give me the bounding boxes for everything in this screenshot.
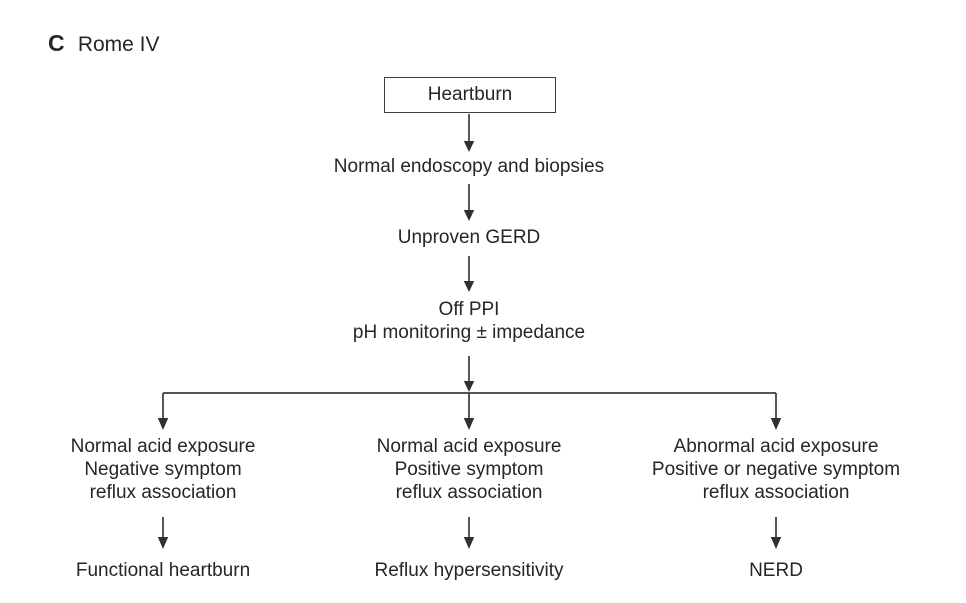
branch-middle-line1: Normal acid exposure	[376, 436, 562, 457]
arrow-branch-left-to-outcome	[157, 517, 169, 549]
panel-heading: C Rome IV	[48, 30, 160, 57]
node-heartburn: Heartburn	[384, 77, 556, 113]
node-off-ppi-line2: pH monitoring ± impedance	[352, 322, 586, 343]
node-off-ppi-line1: Off PPI	[438, 299, 500, 320]
arrow-unproven-gerd-to-off-ppi	[463, 256, 475, 292]
node-heartburn-label: Heartburn	[427, 84, 513, 105]
branch-left-line1: Normal acid exposure	[70, 436, 256, 457]
outcome-reflux-hypersensitivity: Reflux hypersensitivity	[374, 560, 564, 581]
panel-title: Rome IV	[77, 33, 160, 56]
outcome-functional-heartburn: Functional heartburn	[75, 560, 251, 581]
branch-middle-line3: reflux association	[395, 482, 543, 503]
arrow-split-to-branch-middle	[463, 393, 475, 430]
arrow-branch-right-to-outcome	[770, 517, 782, 549]
branch-right-line1: Abnormal acid exposure	[673, 436, 879, 457]
branch-right: Abnormal acid exposure Positive or negat…	[652, 435, 900, 504]
arrow-split-to-branch-left	[157, 393, 169, 430]
branch-middle: Normal acid exposure Positive symptom re…	[377, 435, 562, 504]
arrow-branch-middle-to-outcome	[463, 517, 475, 549]
branch-right-line2: Positive or negative symptom	[651, 459, 901, 480]
branch-left-line3: reflux association	[89, 482, 237, 503]
branch-left: Normal acid exposure Negative symptom re…	[71, 435, 256, 504]
panel-letter: C	[48, 30, 65, 56]
branch-left-line2: Negative symptom	[84, 459, 242, 480]
outcome-nerd: NERD	[749, 560, 803, 581]
node-off-ppi: Off PPI pH monitoring ± impedance	[353, 298, 585, 344]
arrow-endoscopy-to-unproven-gerd	[463, 184, 475, 221]
arrow-off-ppi-to-split	[463, 356, 475, 392]
arrow-root-to-endoscopy	[463, 114, 475, 152]
branch-middle-line2: Positive symptom	[394, 459, 544, 480]
arrow-split-to-branch-right	[770, 393, 782, 430]
node-normal-endoscopy: Normal endoscopy and biopsies	[333, 156, 605, 177]
node-unproven-gerd: Unproven GERD	[397, 227, 541, 248]
branch-right-line3: reflux association	[702, 482, 850, 503]
